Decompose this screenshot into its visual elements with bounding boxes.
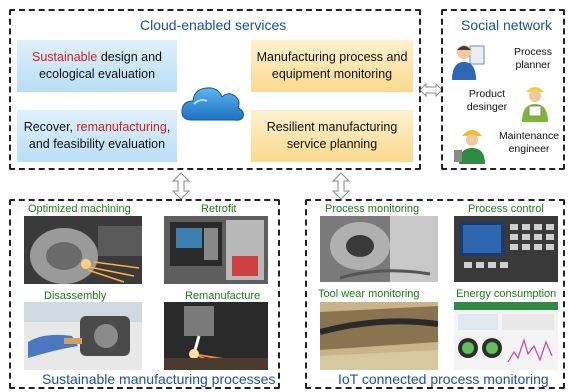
planning-card: Resilient manufacturing service planning — [251, 110, 413, 162]
iot-monitoring-title: IoT connected process monitoring — [338, 371, 549, 387]
label-optimized-machining: Optimized machining — [28, 203, 131, 215]
label-disassembly: Disassembly — [44, 290, 107, 302]
sustainable-design-line2: ecological evaluation — [38, 67, 156, 81]
cloud-services-title: Cloud-enabled services — [140, 17, 287, 33]
recover-line2: and feasibility evaluation — [28, 137, 166, 151]
disassembly-photo — [24, 302, 142, 370]
sustainable-processes-panel — [9, 199, 280, 389]
person-icon — [452, 45, 485, 80]
remanufacture-photo — [164, 302, 268, 370]
label-process-control: Process control — [468, 203, 544, 215]
iot-monitoring-panel — [305, 199, 565, 389]
role-maintenance-engineer: Maintenance engineer — [496, 130, 562, 156]
cloud-icon — [181, 87, 244, 121]
planner-line2: planner — [515, 59, 551, 71]
process-monitoring-photo — [320, 216, 438, 282]
optimized-machining-photo — [24, 216, 142, 284]
designer-line2: desinger — [466, 101, 508, 113]
energy-consumption-dashboard — [454, 302, 558, 370]
recover-pre: Recover, — [23, 120, 77, 134]
social-network-panel — [441, 9, 565, 170]
planning-line2: service planning — [286, 137, 378, 151]
double-arrow-icon — [172, 172, 190, 200]
planner-line1: Process — [514, 46, 552, 58]
tool-wear-photo — [320, 302, 438, 370]
sustainable-design-text: design and — [97, 50, 162, 64]
monitoring-line1: Manufacturing process and — [256, 50, 408, 64]
social-network-title: Social network — [461, 17, 553, 33]
role-process-planner: Process planner — [505, 46, 561, 72]
sustainable-processes-title: Sustainable manufacturing processes — [42, 371, 276, 387]
sustainable-highlight: Sustainable — [32, 50, 98, 64]
recover-post: , — [166, 120, 171, 134]
label-retrofit: Retrofit — [201, 203, 237, 215]
label-remanufacture: Remanufacture — [185, 290, 261, 302]
designer-line1: Product — [468, 88, 506, 100]
sustainable-design-card: Sustainable design and ecological evalua… — [17, 40, 177, 92]
label-tool-wear-monitoring: Tool wear monitoring — [318, 288, 420, 300]
role-product-designer: Product desinger — [459, 88, 515, 114]
engineer-line2: engineer — [508, 143, 550, 155]
remanufacturing-highlight: remanufacturing — [76, 120, 167, 134]
monitoring-line2: equipment monitoring — [271, 67, 393, 81]
person-icon — [522, 87, 548, 122]
planning-line1: Resilient manufacturing — [266, 120, 398, 134]
double-arrow-icon — [332, 172, 350, 200]
monitoring-card: Manufacturing process and equipment moni… — [251, 40, 413, 92]
person-icon — [454, 130, 485, 164]
label-energy-consumption: Energy consumption — [456, 288, 557, 300]
double-arrow-icon — [419, 83, 443, 97]
process-control-photo — [454, 216, 558, 282]
label-process-monitoring: Process monitoring — [325, 203, 420, 215]
retrofit-photo — [164, 216, 268, 284]
recover-card: Recover, remanufacturing, and feasibilit… — [17, 110, 177, 162]
engineer-line1: Maintenance — [498, 130, 560, 142]
